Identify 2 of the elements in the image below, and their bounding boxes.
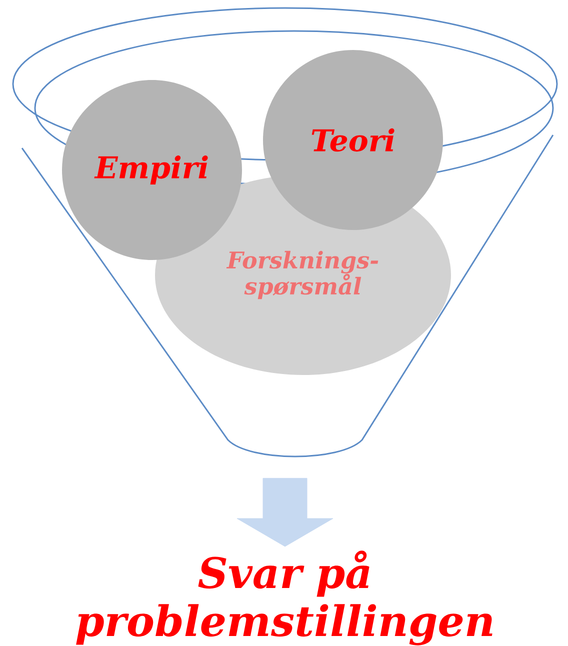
result-text: Svar på problemstillingen <box>76 550 492 646</box>
block-arrow <box>236 478 334 547</box>
